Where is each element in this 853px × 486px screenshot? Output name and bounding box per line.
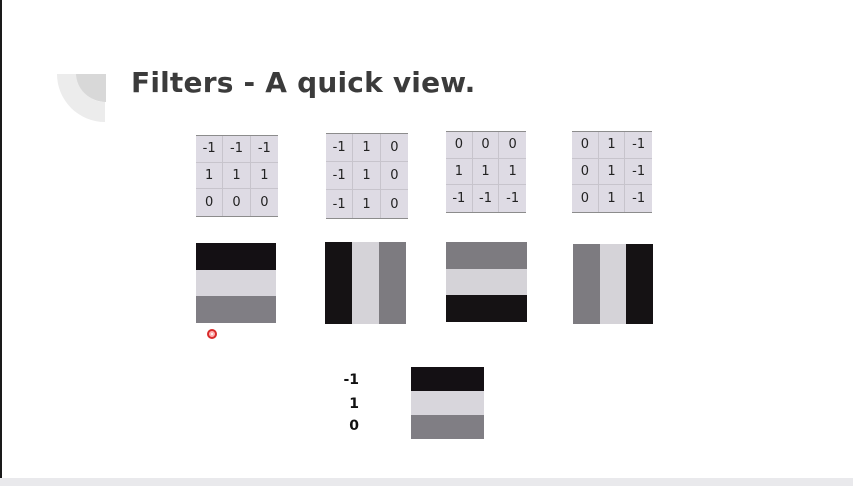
kernel-cell: -1 [196,136,224,163]
bottom-bar [0,478,853,486]
result-band [599,244,627,324]
window-left-edge [0,0,2,478]
kernel-cell: -1 [326,134,354,162]
result-band [379,242,406,324]
kernel-cell: 1 [196,162,224,190]
decorative-circle-shape [76,74,106,102]
result-band [325,242,352,324]
kernel-cell: 1 [499,159,526,186]
kernel-cell: 1 [472,158,500,186]
result-band [446,242,527,269]
kernel-cell: -1 [326,190,354,218]
kernel-cell: 1 [223,162,251,190]
kernel-cell: 0 [572,132,599,159]
kernel-cell: -1 [632,191,646,207]
result-band [196,243,276,270]
kernel-cell: 1 [599,185,626,212]
kernel-cell: 0 [380,162,408,190]
mouse-cursor-indicator [207,329,217,339]
kernel-cell: -1 [223,136,251,163]
column-kernel: -1 1 0 [333,372,363,438]
kernel-cell: 0 [472,132,500,159]
column-kernel-value: 1 [349,396,359,412]
result-band [446,268,527,296]
kernel-cell: -1 [473,185,500,212]
kernel-cell: 1 [353,190,381,218]
kernel-cell: 1 [353,134,381,162]
kernel-cell: 0 [380,134,408,162]
result-band [196,269,276,297]
kernel-cell: 0 [572,185,599,212]
kernel-cell: 0 [260,195,269,211]
column-filter-result-image [411,367,484,439]
slide-title: Filters - A quick view. [131,66,476,99]
kernel-cell: 1 [446,158,473,186]
filter-result-image-4 [573,244,654,324]
kernel-cell: 1 [598,132,626,159]
column-kernel-value: -1 [343,372,359,388]
result-band [352,242,379,324]
filter-result-image-2 [325,242,406,324]
kernel-cell: 1 [250,163,278,190]
result-band [411,367,484,391]
result-band [196,296,276,324]
kernel-cell: -1 [250,136,278,163]
result-band [626,244,654,324]
result-band [573,244,600,324]
kernel-cell: 0 [572,158,599,186]
kernel-cell: 0 [196,189,224,216]
kernel-cell: -1 [625,159,652,186]
kernel-cell: 1 [598,158,626,186]
kernel-cell: 0 [223,189,251,216]
result-band [411,391,484,415]
column-kernel-value: 0 [349,418,359,434]
kernel-cell: -1 [506,191,520,207]
filter-result-image-3 [446,242,527,323]
kernel-cell: 1 [353,162,381,190]
result-band [411,415,484,439]
kernel-cell: -1 [446,185,473,212]
filter-result-image-1 [196,243,276,324]
kernel-cell: -1 [326,162,354,190]
kernel-cell: 0 [390,196,399,212]
kernel-cell: 0 [446,132,473,159]
result-band [446,295,527,323]
kernel-cell: -1 [625,132,652,159]
kernel-cell: 0 [499,132,526,159]
